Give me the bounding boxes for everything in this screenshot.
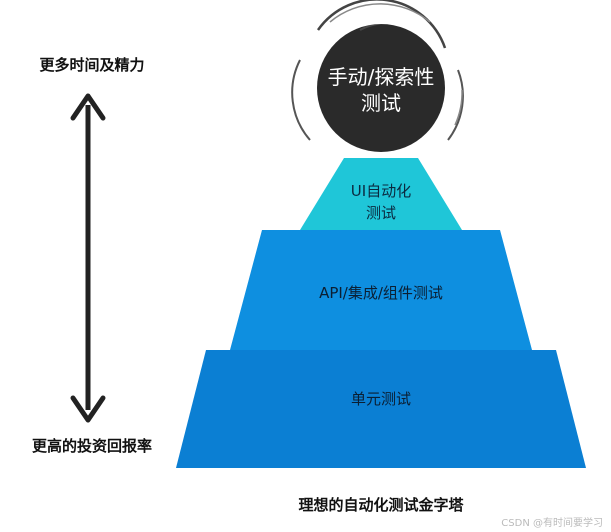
axis-top-label: 更多时间及精力: [39, 56, 144, 74]
api-layer-label: API/集成/组件测试: [319, 284, 443, 302]
pyramid-layer-api: [230, 230, 532, 350]
manual-layer-label-line2: 测试: [361, 91, 401, 115]
watermark: CSDN @有时间要学习: [501, 516, 603, 529]
diagram-caption: 理想的自动化测试金字塔: [298, 496, 464, 514]
ui-layer-label-line2: 测试: [366, 204, 396, 222]
double-arrow-icon: [70, 93, 106, 423]
pyramid-layer-ui: [300, 158, 462, 230]
unit-layer-label: 单元测试: [351, 390, 411, 408]
manual-test-circle: [291, 0, 464, 152]
ui-layer-label-line1: UI自动化: [351, 182, 411, 200]
manual-layer-label-line1: 手动/探索性: [328, 65, 435, 89]
pyramid-layer-unit: [176, 350, 586, 468]
axis-bottom-label: 更高的投资回报率: [32, 437, 152, 455]
